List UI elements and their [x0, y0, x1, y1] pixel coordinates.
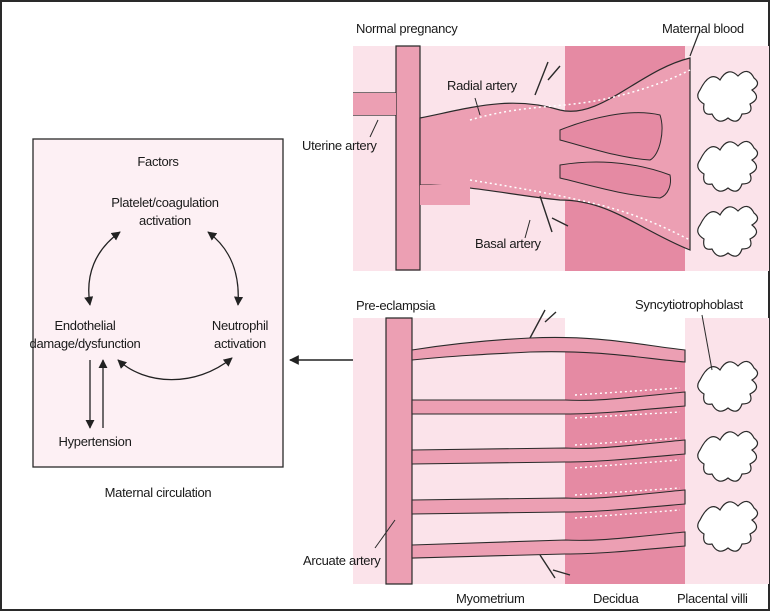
syncytiotrophoblast-label: Syncytiotrophoblast — [635, 297, 743, 312]
neutrophil-line2: activation — [214, 336, 266, 351]
radial-artery-label: Radial artery — [447, 78, 518, 93]
factors-box-frame — [33, 139, 283, 467]
hypertension-label: Hypertension — [59, 434, 132, 449]
neutrophil-line1: Neutrophil — [212, 318, 269, 333]
normal-pregnancy-title: Normal pregnancy — [356, 21, 458, 36]
myometrium-label: Myometrium — [456, 591, 525, 606]
preeclampsia-panel: Pre-eclampsia Syncytiotrophoblast Arcuat… — [303, 297, 769, 606]
decidua-label: Decidua — [593, 591, 640, 606]
platelet-line1: Platelet/coagulation — [111, 195, 219, 210]
normal-pregnancy-panel: Normal pregnancy Maternal blood Radial a… — [302, 21, 769, 271]
uterine-artery-vessel — [396, 46, 420, 270]
uterine-artery-label: Uterine artery — [302, 138, 377, 153]
placental-villi-label: Placental villi — [677, 591, 748, 606]
factors-title: Factors — [137, 154, 179, 169]
factors-box: Factors Platelet/coagulation activation … — [30, 139, 283, 467]
preeclampsia-title: Pre-eclampsia — [356, 298, 436, 313]
arcuate-artery-vessel — [386, 318, 412, 584]
normal-branch-lower — [420, 185, 470, 205]
platelet-line2: activation — [139, 213, 191, 228]
maternal-blood-label: Maternal blood — [662, 21, 744, 36]
maternal-circulation-caption: Maternal circulation — [105, 485, 212, 500]
basal-artery-label: Basal artery — [475, 236, 542, 251]
endothelial-line2: damage/dysfunction — [30, 336, 141, 351]
endothelial-line1: Endothelial — [54, 318, 115, 333]
arcuate-artery-label: Arcuate artery — [303, 553, 381, 568]
